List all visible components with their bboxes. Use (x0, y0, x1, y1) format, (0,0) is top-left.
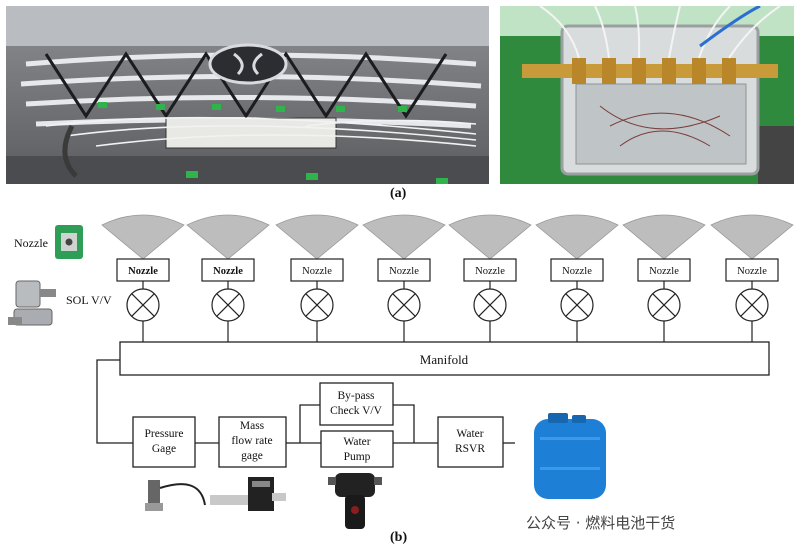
nozzle-box-label-8: Nozzle (737, 266, 767, 277)
photo-car-grille (6, 6, 489, 184)
manifold-box (119, 341, 770, 376)
spray-fan-1 (101, 214, 185, 260)
mass-flow-label-3: gage (241, 450, 263, 462)
water-pump-label-2: Pump (344, 451, 371, 463)
nozzle-spray-fans (101, 214, 794, 260)
solenoid-valve-cross-1 (131, 293, 155, 317)
spray-fan-4 (362, 214, 446, 260)
nozzle-box-label-2: Nozzle (213, 266, 243, 277)
flow-lines (96, 359, 515, 444)
photo-manifold-box (500, 6, 794, 184)
pressure-gage-box (132, 416, 196, 468)
spray-fan-7 (622, 214, 706, 260)
nozzle-box-label-5: Nozzle (475, 266, 505, 277)
water-pump-box (320, 430, 394, 468)
car-grille-image (6, 6, 489, 184)
solenoid-valve-cross-4 (392, 293, 416, 317)
bypass-label-2: Check V/V (330, 405, 383, 417)
mass-flow-gage-box (218, 416, 287, 468)
nozzle-box-label-6: Nozzle (562, 266, 592, 277)
solenoid-valve-photo-icon (8, 280, 56, 326)
manifold-label: Manifold (420, 352, 469, 367)
mass-flow-label-2: flow rate (231, 435, 272, 447)
solenoid-valve-cross-8 (740, 293, 764, 317)
nozzle-box-label-7: Nozzle (649, 266, 679, 277)
nozzle-box-label-1: Nozzle (128, 266, 158, 277)
mass-flow-label-1: Mass (240, 420, 265, 432)
bypass-label-1: By-pass (337, 390, 375, 402)
nozzle-photo-icon (55, 225, 83, 259)
manifold-box-image (500, 6, 794, 184)
solenoid-valve-cross-7 (652, 293, 676, 317)
solenoid-valves (126, 281, 769, 342)
nozzle-box-label-4: Nozzle (389, 266, 419, 277)
spray-fan-6 (535, 214, 619, 260)
nozzle-box-label-3: Nozzle (302, 266, 332, 277)
mass-flow-sensor-icon (210, 477, 286, 511)
water-pump-photo-icon (328, 473, 382, 529)
solenoid-valve-cross-3 (305, 293, 329, 317)
water-reservoir-box (437, 416, 504, 468)
water-rsvr-label-2: RSVR (455, 443, 485, 455)
water-pump-label-1: Water (343, 436, 370, 448)
spray-fan-2 (186, 214, 270, 260)
spray-fan-3 (275, 214, 359, 260)
water-rsvr-label-1: Water (456, 428, 483, 440)
nozzle-boxes: Nozzle Nozzle Nozzle Nozzle Nozzle Nozzle Nozz… (116, 258, 779, 282)
bypass-valve-box (319, 382, 394, 426)
caption-a: (a) (390, 186, 407, 201)
spray-fan-5 (448, 214, 532, 260)
pressure-sensor-icon (145, 480, 206, 511)
solenoid-valve-cross-5 (478, 293, 502, 317)
spray-fan-8 (710, 214, 794, 260)
caption-b: (b) (390, 530, 408, 545)
solenoid-valve-cross-2 (216, 293, 240, 317)
nozzle-legend-label: Nozzle (14, 236, 48, 250)
solenoid-valve-cross-6 (565, 293, 589, 317)
watermark-text: 公众号 · 燃料电池干货 (526, 514, 676, 532)
water-tank-icon (534, 413, 606, 499)
pressure-gage-label-2: Gage (152, 443, 176, 455)
sol-valve-legend-label: SOL V/V (66, 293, 112, 307)
pressure-gage-label-1: Pressure (145, 428, 184, 440)
